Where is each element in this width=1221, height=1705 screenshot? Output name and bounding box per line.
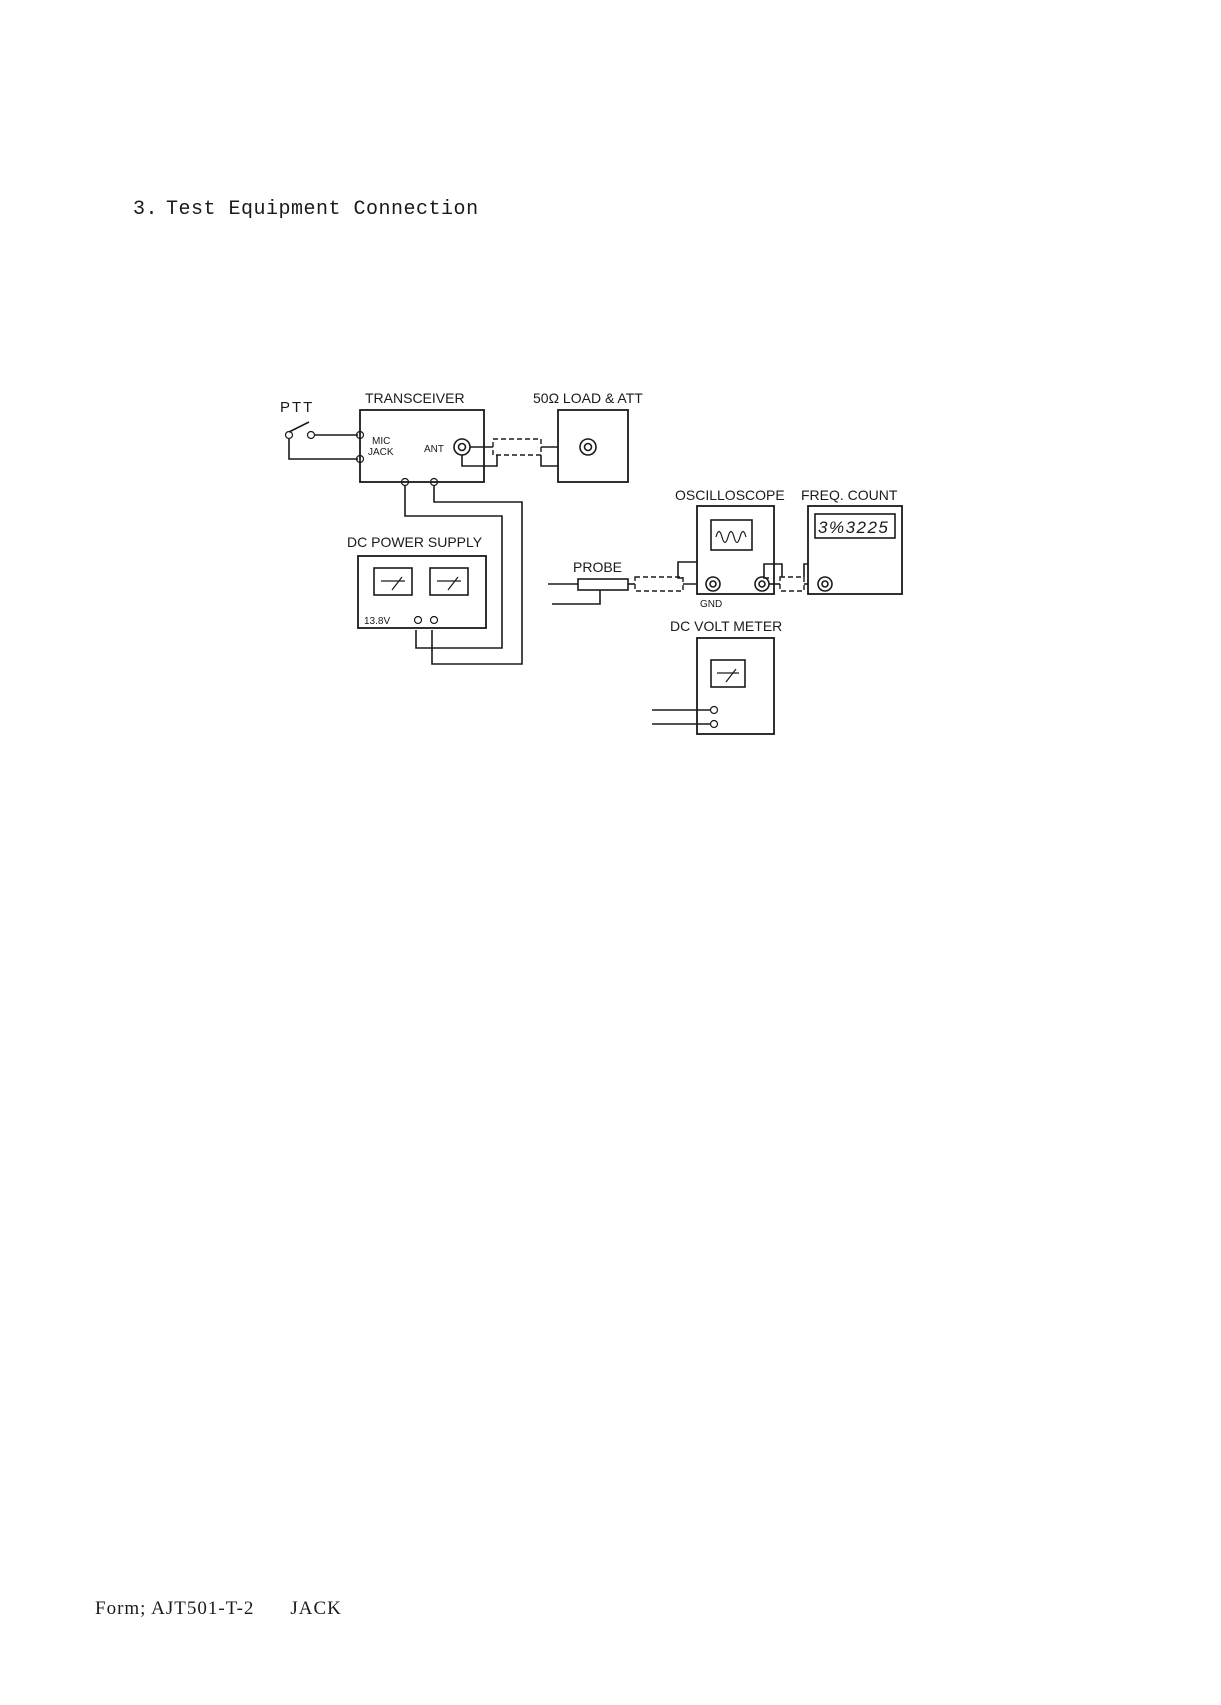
freq-counter-label: FREQ. COUNT — [801, 487, 898, 503]
dummy-load: 50Ω LOAD & ATT — [533, 390, 643, 482]
transceiver: TRANSCEIVER MIC JACK ANT — [357, 390, 485, 486]
probe: PROBE — [548, 559, 713, 604]
mic-jack-label-2: JACK — [368, 447, 394, 458]
ant-label: ANT — [424, 444, 444, 455]
power-supply-label: DC POWER SUPPLY — [347, 534, 483, 550]
transceiver-label: TRANSCEIVER — [365, 390, 465, 406]
gnd-label: GND — [700, 599, 722, 610]
probe-label: PROBE — [573, 559, 622, 575]
load-label: 50Ω LOAD & ATT — [533, 390, 643, 406]
form-jack: JACK — [290, 1598, 342, 1619]
oscilloscope: OSCILLOSCOPE GND — [675, 487, 785, 610]
dc-volt-meter: DC VOLT METER — [652, 618, 782, 734]
form-number: Form; AJT501-T-2 — [95, 1598, 254, 1619]
oscilloscope-label: OSCILLOSCOPE — [675, 487, 785, 503]
volt-meter-label: DC VOLT METER — [670, 618, 782, 634]
dc-power-supply: DC POWER SUPPLY 13.8V — [347, 534, 486, 628]
mic-jack-label: MIC — [372, 436, 390, 447]
form-footer: Form; AJT501-T-2 JACK — [95, 1598, 342, 1620]
ptt-switch: PTT — [280, 399, 358, 459]
frequency-counter: FREQ. COUNT 3%3225 — [801, 487, 902, 594]
supply-voltage-label: 13.8V — [364, 616, 390, 627]
counter-display: 3%3225 — [818, 518, 889, 537]
ptt-label: PTT — [280, 399, 314, 416]
